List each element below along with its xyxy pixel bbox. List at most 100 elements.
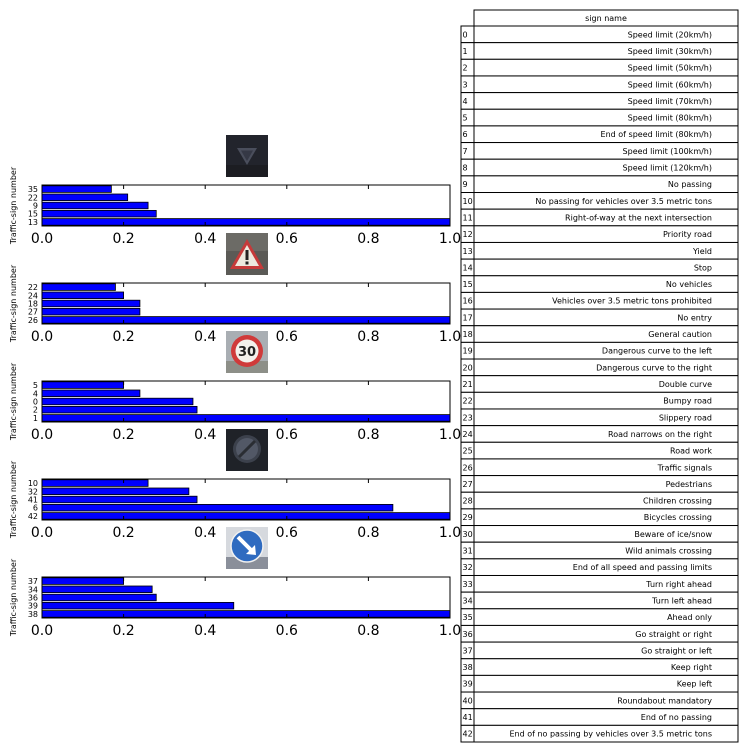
x-tick-label: 0.2 xyxy=(112,623,134,639)
bar-26 xyxy=(41,316,451,324)
table-row-name: Speed limit (50km/h) xyxy=(628,64,712,73)
y-tick-label: 2 xyxy=(33,406,38,415)
bar-38 xyxy=(41,610,451,618)
table-row-name: Vehicles over 3.5 metric tons prohibited xyxy=(552,297,712,306)
table-row-index: 28 xyxy=(463,497,473,506)
table-row-name: Speed limit (70km/h) xyxy=(628,97,712,106)
y-tick-label: 39 xyxy=(28,602,38,611)
table-row-index: 32 xyxy=(463,563,473,572)
table-row-name: Keep left xyxy=(677,680,712,689)
bar-34 xyxy=(41,585,153,593)
table-row-index: 16 xyxy=(463,297,473,306)
table-row-name: Traffic signals xyxy=(657,463,712,472)
x-tick-label: 0.2 xyxy=(112,231,134,247)
table-row-index: 31 xyxy=(463,547,473,556)
x-tick-label: 0.0 xyxy=(31,231,53,247)
table-row-index: 36 xyxy=(463,630,473,639)
table-row-index: 26 xyxy=(463,463,473,472)
y-tick-label: 13 xyxy=(28,218,38,227)
axes-frame xyxy=(41,282,451,325)
table-name-cell xyxy=(473,724,739,743)
x-tick-label: 0.6 xyxy=(276,329,298,345)
y-tick-label: 38 xyxy=(28,610,38,619)
x-tick-label: 0.8 xyxy=(357,623,379,639)
x-tick-label: 0.4 xyxy=(194,231,216,247)
y-tick-label: 4 xyxy=(33,389,38,398)
table-row-index: 14 xyxy=(463,263,473,272)
y-axis-label: Traffic-sign number xyxy=(9,558,18,637)
table-row-name: Go straight or right xyxy=(635,630,712,639)
y-tick-label: 10 xyxy=(28,479,38,488)
table-row-index: 20 xyxy=(463,363,473,372)
table-row-name: End of no passing by vehicles over 3.5 m… xyxy=(509,730,712,739)
table-row-name: Speed limit (20km/h) xyxy=(628,30,712,39)
axes-frame xyxy=(41,576,451,619)
x-tick-label: 0.6 xyxy=(276,231,298,247)
x-tick-label: 1.0 xyxy=(439,427,461,443)
table-row-name: Dangerous curve to the left xyxy=(602,347,712,356)
table-row-index: 21 xyxy=(463,380,473,389)
table-row-index: 35 xyxy=(463,613,473,622)
bar-22 xyxy=(41,193,129,201)
axes-frame xyxy=(41,380,451,423)
table-row-index: 3 xyxy=(463,80,468,89)
table-row-index: 39 xyxy=(463,680,473,689)
table-row-index: 40 xyxy=(463,696,473,705)
warning-triangle-icon xyxy=(226,233,268,275)
x-tick-label: 0.8 xyxy=(357,525,379,541)
axes-frame xyxy=(41,184,451,227)
table-row-index: 22 xyxy=(463,397,473,406)
table-row-name: Turn right ahead xyxy=(645,580,712,589)
x-tick-label: 1.0 xyxy=(439,231,461,247)
x-tick-label: 0.2 xyxy=(112,427,134,443)
table-row-index: 4 xyxy=(463,97,468,106)
bar-37 xyxy=(41,577,124,585)
table-row-index: 27 xyxy=(463,480,473,489)
bar-9 xyxy=(41,201,149,210)
table-row-index: 6 xyxy=(463,130,468,139)
table-row-name: Road work xyxy=(670,447,712,456)
y-tick-label: 32 xyxy=(28,487,38,496)
table-row-index: 15 xyxy=(463,280,473,289)
y-axis-label: Traffic-sign number xyxy=(9,166,18,245)
table-row-index: 2 xyxy=(463,64,468,73)
table-row-name: Turn left ahead xyxy=(651,596,712,605)
x-tick-label: 0.2 xyxy=(112,329,134,345)
table-row-name: End of no passing xyxy=(641,713,712,722)
table-row-index: 9 xyxy=(463,180,468,189)
table-row-name: Go straight or left xyxy=(641,646,712,655)
table-row-name: General caution xyxy=(648,330,712,339)
table-row-name: End of all speed and passing limits xyxy=(573,563,712,572)
y-tick-label: 0 xyxy=(33,398,38,407)
table-row-name: Double curve xyxy=(659,380,712,389)
bar-22 xyxy=(41,283,116,291)
bar-13 xyxy=(41,218,451,226)
x-tick-label: 0.0 xyxy=(31,329,53,345)
y-tick-label: 22 xyxy=(28,283,38,292)
table-row-index: 42 xyxy=(463,730,473,739)
table-row-index: 37 xyxy=(463,646,473,655)
table-row-index: 13 xyxy=(463,247,473,256)
table-row-name: Stop xyxy=(694,263,712,272)
x-tick-label: 0.4 xyxy=(194,329,216,345)
y-tick-label: 18 xyxy=(28,300,38,309)
x-tick-label: 1.0 xyxy=(439,623,461,639)
table-row-index: 25 xyxy=(463,447,473,456)
table-row-name: Speed limit (80km/h) xyxy=(628,114,712,123)
table-row-index: 11 xyxy=(463,213,473,222)
svg-text:30: 30 xyxy=(238,345,256,360)
table-row-index: 33 xyxy=(463,580,473,589)
table-row-index: 7 xyxy=(463,147,468,156)
x-tick-label: 0.6 xyxy=(276,623,298,639)
table-row-index: 18 xyxy=(463,330,473,339)
x-tick-label: 0.8 xyxy=(357,427,379,443)
table-row-index: 38 xyxy=(463,663,473,672)
y-tick-label: 41 xyxy=(28,496,38,505)
x-tick-label: 0.0 xyxy=(31,623,53,639)
x-tick-label: 0.8 xyxy=(357,231,379,247)
bar-4 xyxy=(41,389,141,397)
table-row-name: No vehicles xyxy=(666,280,712,289)
x-tick-label: 0.6 xyxy=(276,427,298,443)
x-tick-label: 0.0 xyxy=(31,427,53,443)
